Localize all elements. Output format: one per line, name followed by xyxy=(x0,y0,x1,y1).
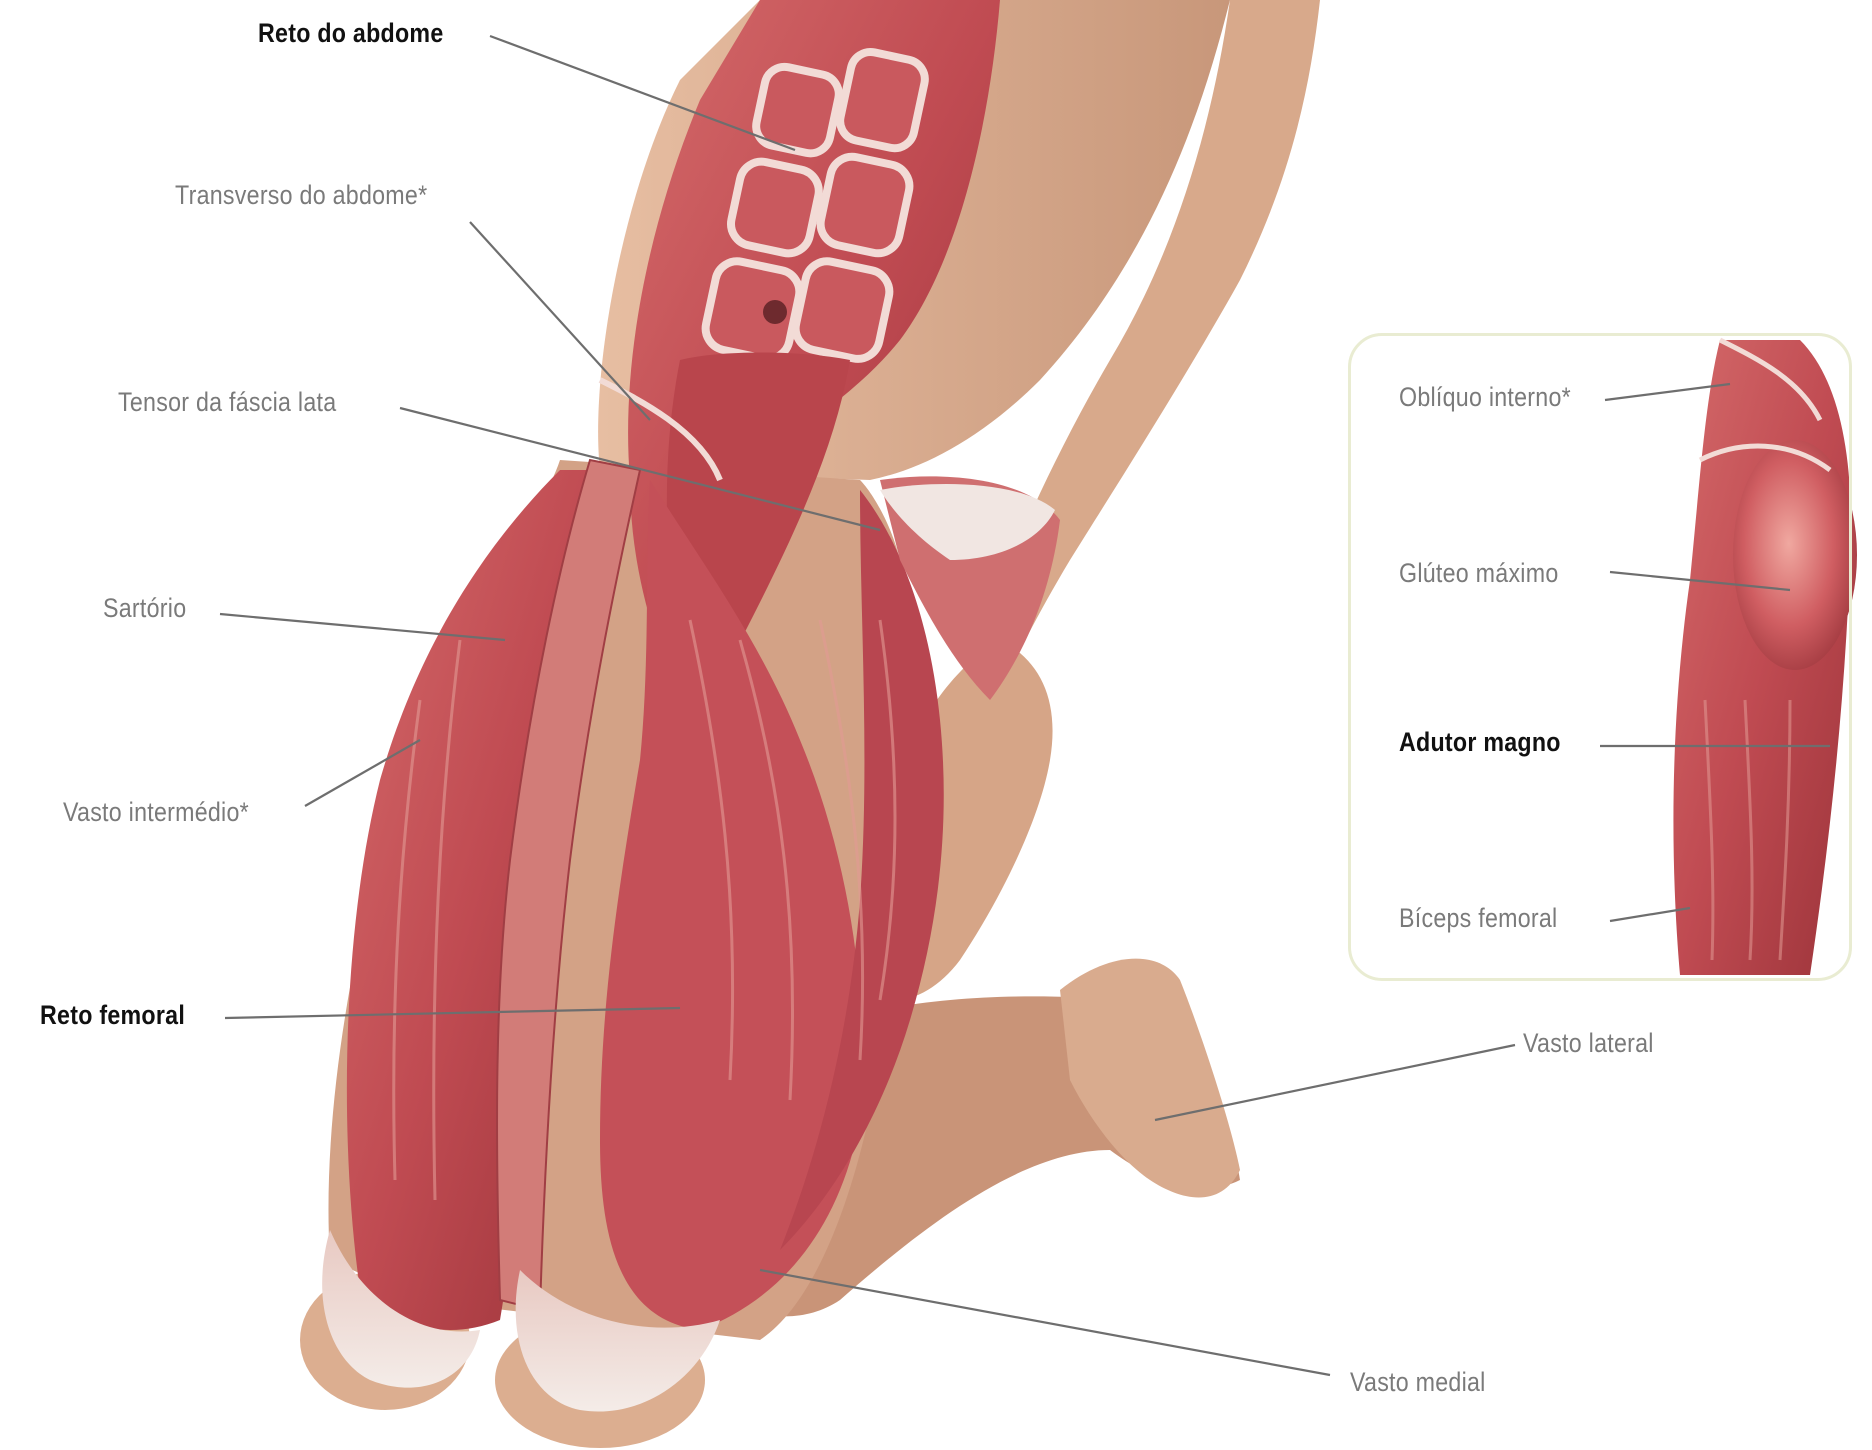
label-reto-do-abdome: Reto do abdome xyxy=(258,18,444,49)
label-tensor-da-fascia-lata: Tensor da fáscia lata xyxy=(118,387,336,418)
label-vasto-lateral: Vasto lateral xyxy=(1523,1028,1654,1059)
label-sartorio: Sartório xyxy=(103,593,186,624)
label-gluteo-maximo: Glúteo máximo xyxy=(1399,558,1559,589)
label-transverso-do-abdome: Transverso do abdome* xyxy=(175,180,427,211)
label-obliquo-interno: Oblíquo interno* xyxy=(1399,382,1571,413)
label-adutor-magno: Adutor magno xyxy=(1399,727,1561,758)
label-vasto-intermedio: Vasto intermédio* xyxy=(63,797,249,828)
label-vasto-medial: Vasto medial xyxy=(1350,1367,1486,1398)
inset-frame xyxy=(1348,333,1852,981)
label-biceps-femoral: Bíceps femoral xyxy=(1399,903,1557,934)
label-reto-femoral: Reto femoral xyxy=(40,1000,185,1031)
